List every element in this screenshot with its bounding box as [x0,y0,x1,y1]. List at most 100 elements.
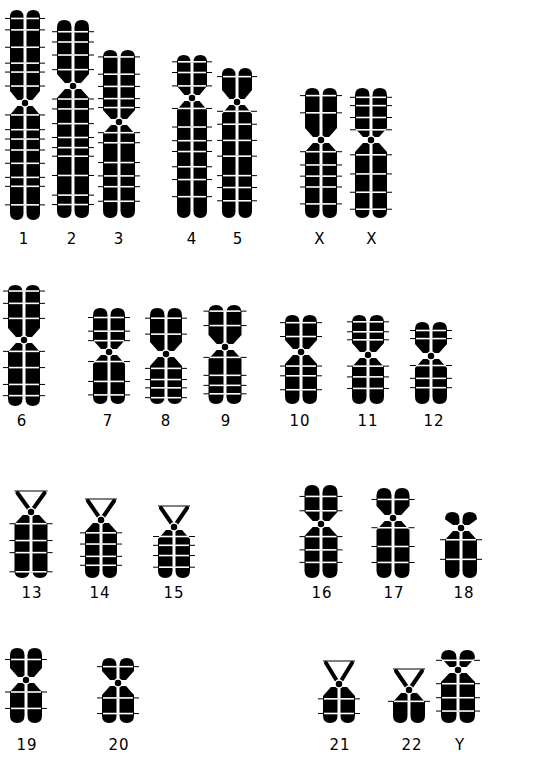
chromosome-number: 9 [221,414,232,429]
band-line [306,536,337,538]
band-tick [318,713,360,714]
chromosome [318,661,360,723]
chromatid [102,658,117,680]
band-tick [347,339,389,340]
chromatid [121,50,136,119]
band-tick [80,556,122,557]
chromatid [370,315,385,352]
centromere [405,686,413,694]
band-line [58,54,88,56]
band-tick [372,499,415,500]
chromosome-number: 14 [89,586,110,601]
stalk [326,663,337,681]
band-line [159,536,189,538]
band-line [58,123,88,125]
band-line [178,196,206,198]
band-tick [300,510,343,511]
band-tick [204,325,247,326]
band-tick [410,387,452,388]
band-line [11,18,39,20]
band-line [442,710,474,712]
band-line [104,142,134,144]
band-tick [217,140,257,141]
band-line [286,336,316,338]
band-tick [98,98,140,99]
centromere [114,679,122,687]
band-tick [350,192,392,193]
band-tick [145,379,187,380]
band-line [11,204,39,206]
centromere [454,666,462,674]
band-tick [300,536,343,537]
band-line [446,539,476,541]
band-tick [280,322,322,323]
chromosome [204,305,247,404]
band-line [104,132,134,134]
band-line [210,375,241,377]
stalk [176,508,187,524]
band-tick [410,378,452,379]
band-tick [52,147,94,148]
chromatid [285,355,300,404]
band-line [104,162,134,164]
band-tick [350,97,392,98]
chromatid [323,527,338,578]
chromatid [103,523,118,578]
chromatid [341,687,356,723]
chromosome [440,512,482,578]
chromosome [280,315,322,404]
band-tick [88,381,130,382]
band-tick [350,117,392,118]
band-tick [347,321,389,322]
band-line [356,105,386,107]
chromatid [395,488,410,515]
band-line [286,389,316,391]
chromosome-number: X [314,232,325,247]
band-line [178,179,206,181]
centromere [162,350,170,358]
band-line [104,86,134,88]
band-tick [98,86,140,87]
band-tick [158,506,190,507]
chromatid [93,355,108,404]
band-line [104,175,134,177]
chromatid [305,143,320,218]
band-tick [172,127,212,128]
chromatid [377,521,392,578]
band-line [103,697,133,699]
centromere [427,352,435,360]
band-tick [436,683,480,684]
chromosome [80,499,122,578]
chromosome-number: 3 [114,232,125,247]
band-tick [3,384,45,385]
band-line [306,186,336,188]
chromosome-number: 19 [16,738,37,753]
band-tick [97,697,139,698]
chromatid [463,531,478,578]
centromere [188,94,196,102]
band-line [86,532,116,534]
band-tick [172,61,212,62]
chromosome-number: 13 [21,586,42,601]
band-tick [98,162,140,163]
centromere [233,98,241,106]
band-line [58,147,88,149]
stalk [411,671,422,687]
band-tick [300,549,343,550]
chromosome [10,491,53,578]
band-line [178,85,206,87]
band-tick [436,660,480,661]
band-line [11,129,39,131]
centromere [27,508,35,516]
chromosome-number: 17 [383,586,404,601]
band-tick [98,201,140,202]
band-line [11,114,39,116]
chromosome [388,669,430,723]
band-line [223,200,251,202]
band-line [178,61,206,63]
band-line [11,29,39,31]
band-tick [145,368,187,369]
band-tick [204,393,247,394]
band-tick [98,186,140,187]
band-tick [52,195,94,196]
